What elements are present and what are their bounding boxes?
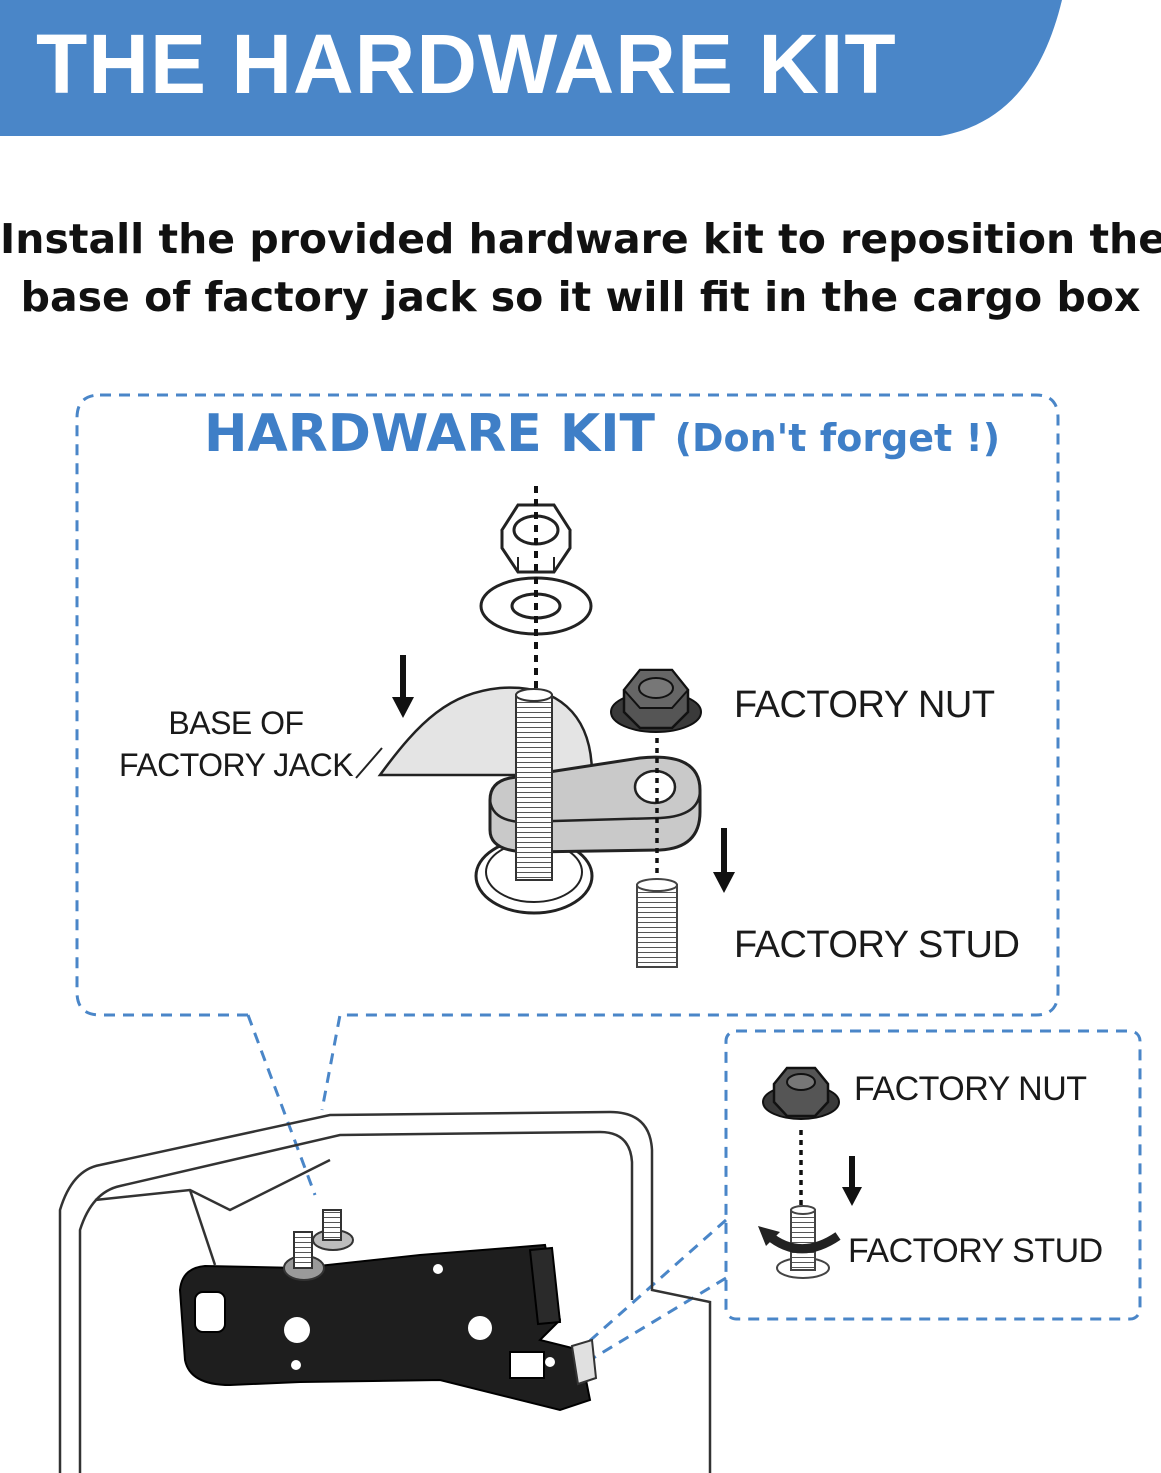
intro-line-1: Install the provided hardware kit to rep… — [0, 215, 1161, 263]
label-factory-nut: FACTORY NUT — [734, 684, 995, 726]
rotate-arrow-icon — [758, 1226, 841, 1254]
kit-panel-border — [75, 393, 1060, 1196]
label-factory-stud: FACTORY STUD — [734, 924, 1020, 966]
label-base-line-2: FACTORY JACK — [118, 747, 354, 783]
detail-label-factory-nut: FACTORY NUT — [854, 1070, 1087, 1108]
banner-shape — [0, 0, 1062, 136]
banner-title: THE HARDWARE KIT — [36, 17, 897, 111]
header-banner: THE HARDWARE KIT — [0, 0, 1161, 140]
bracket-bolt-icon — [283, 1209, 354, 1281]
kit-title-main: HARDWARE KIT — [204, 404, 656, 464]
jack-base-shape — [355, 686, 594, 779]
flange-nut-icon — [610, 668, 702, 733]
down-arrow-icon — [392, 655, 414, 718]
kit-panel-title: HARDWARE KIT (Don't forget !) — [204, 404, 1000, 464]
detail-panel-border — [584, 1029, 1142, 1362]
jack-bracket-icon — [178, 1243, 598, 1412]
factory-stud-icon — [636, 878, 678, 968]
detail-stud-icon — [776, 1205, 830, 1279]
label-base-of-factory-jack: BASE OF FACTORY JACK — [108, 702, 364, 786]
intro-text: Install the provided hardware kit to rep… — [0, 210, 1161, 326]
detail-label-factory-stud: FACTORY STUD — [848, 1232, 1103, 1270]
down-arrow-icon — [842, 1156, 862, 1206]
intro-line-2: base of factory jack so it will fit in t… — [20, 273, 1141, 321]
down-arrow-icon — [713, 828, 735, 893]
cargo-box-illustration — [58, 1110, 712, 1473]
stud-icon — [515, 688, 553, 881]
detail-flange-nut-icon — [762, 1066, 840, 1120]
label-base-line-1: BASE OF — [168, 705, 304, 741]
kit-title-sub: (Don't forget !) — [674, 416, 1001, 460]
